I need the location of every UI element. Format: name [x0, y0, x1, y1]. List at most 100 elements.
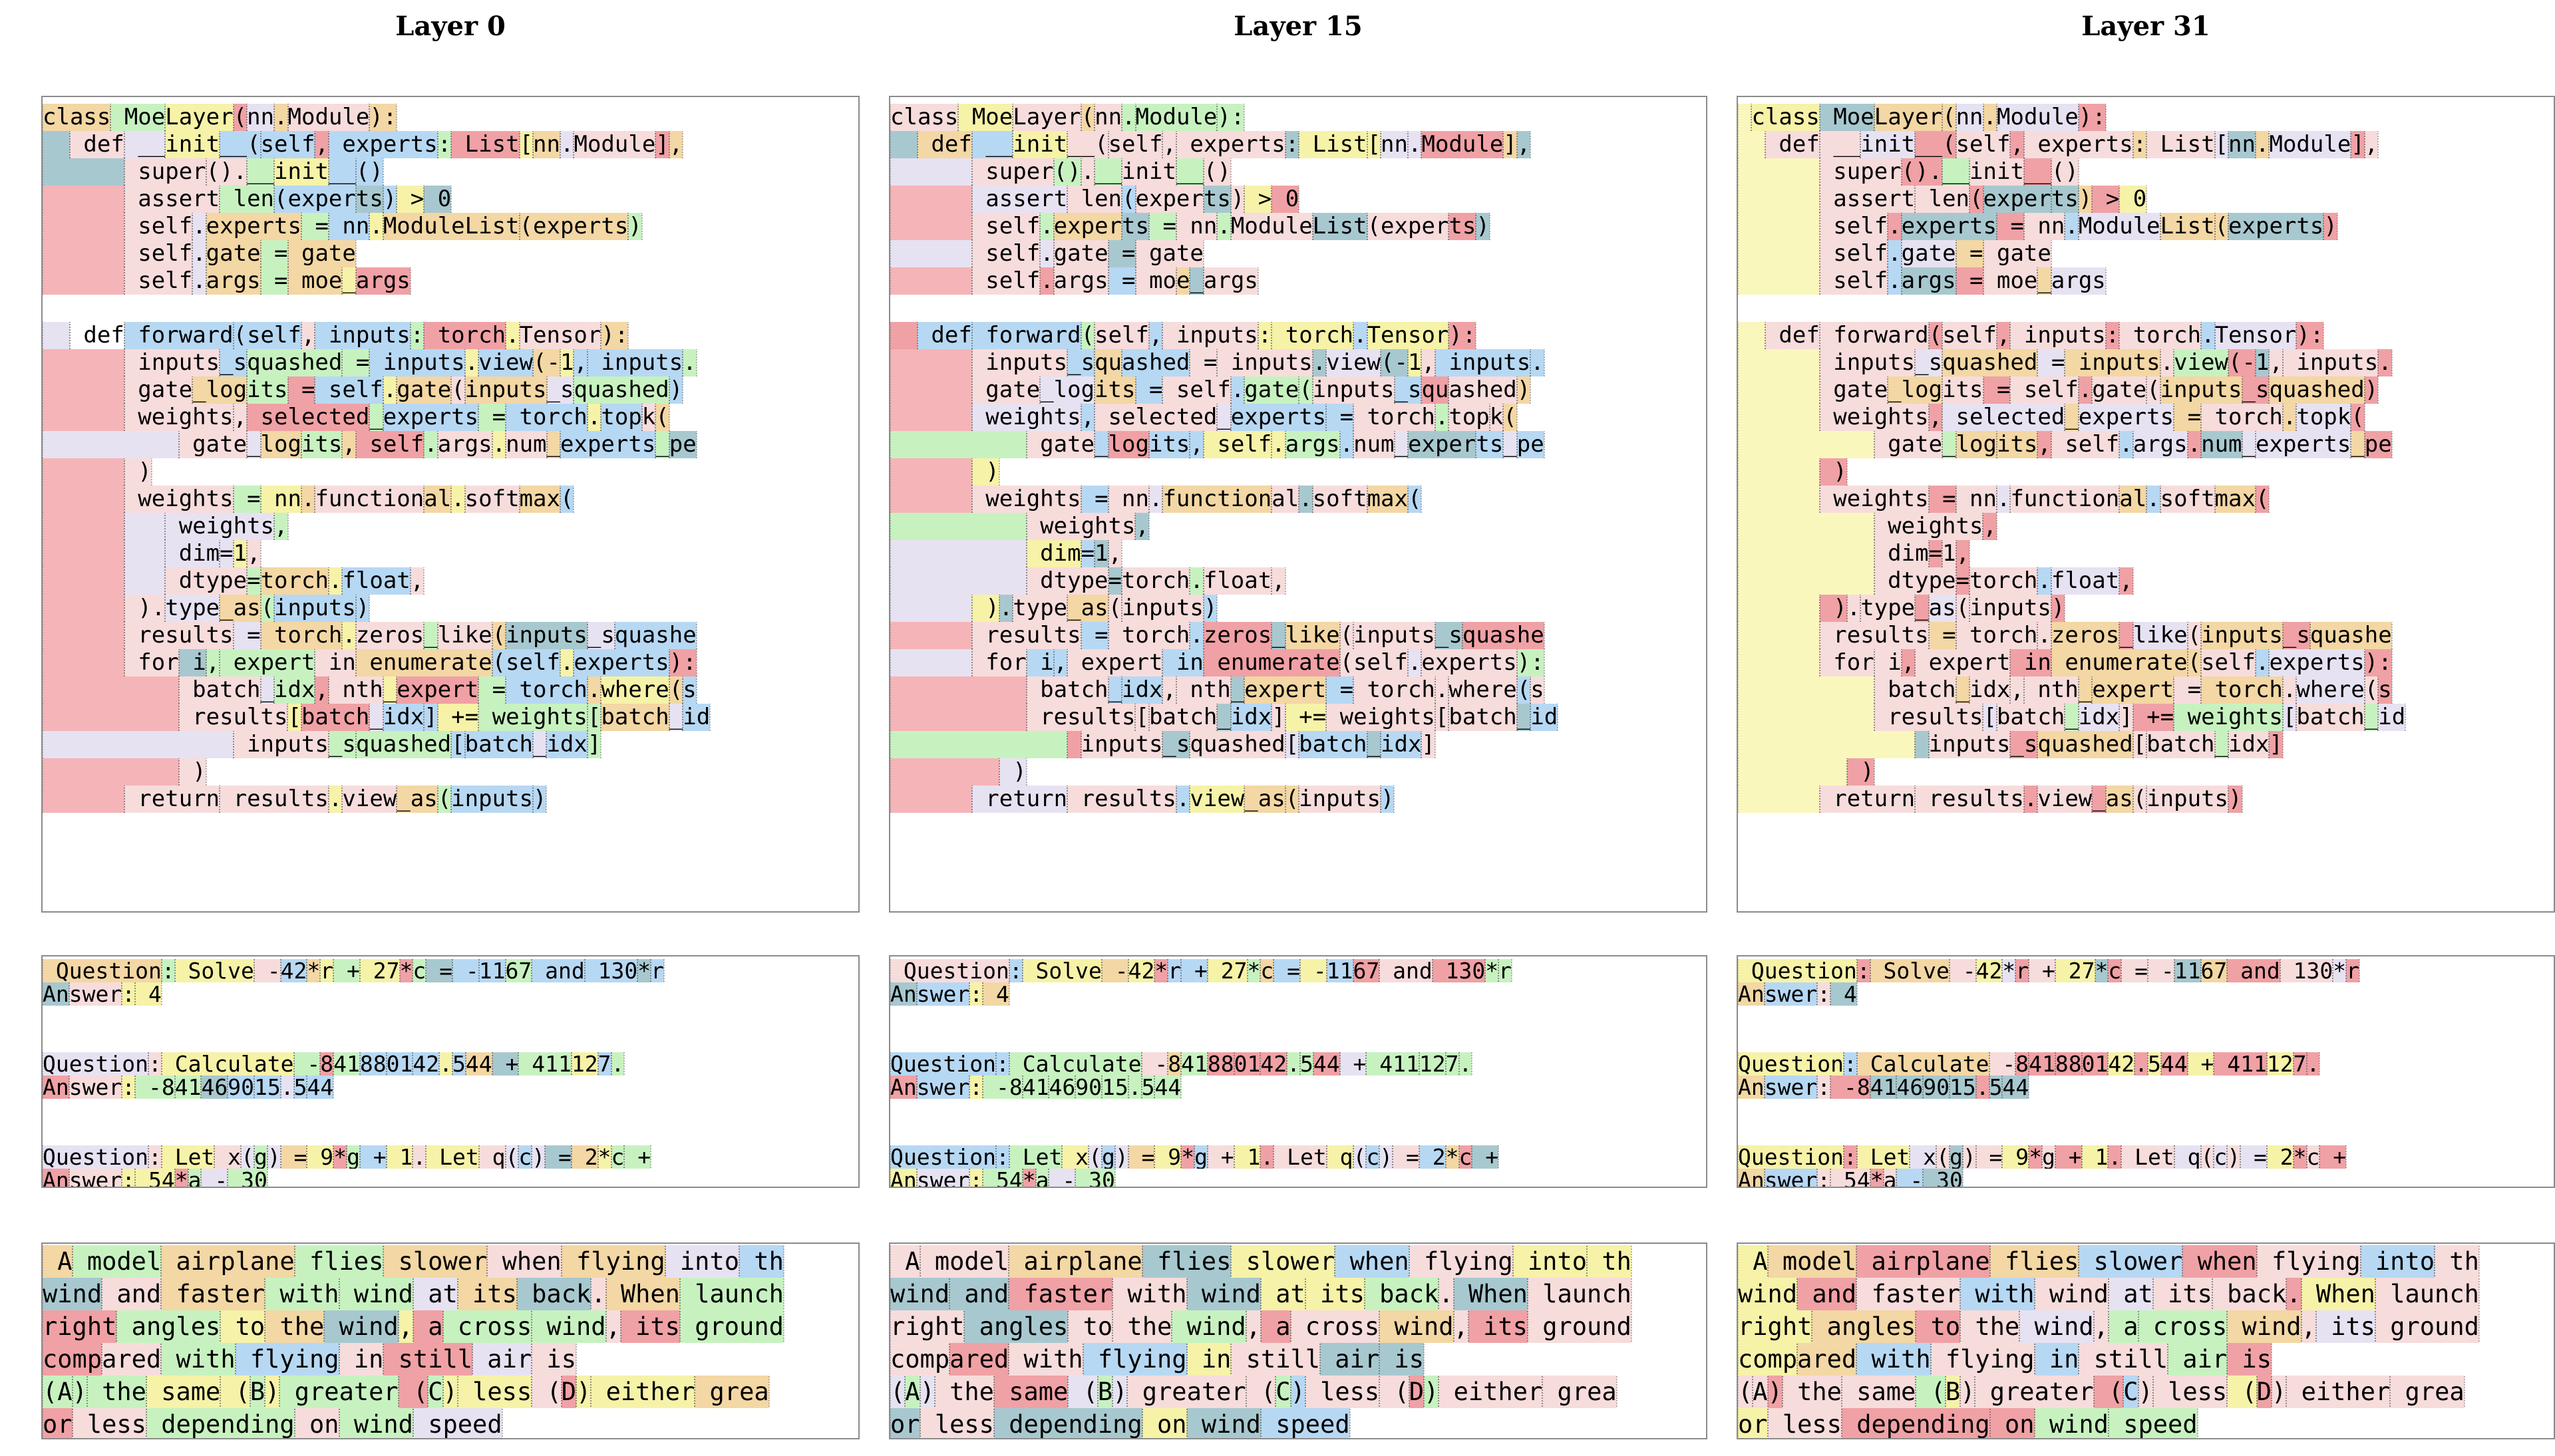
token: gate — [178, 431, 248, 458]
token: . — [1982, 104, 1998, 131]
token — [890, 595, 973, 622]
token: _as — [1244, 786, 1286, 813]
token: - — [2147, 959, 2175, 982]
token: view — [478, 349, 534, 376]
line: gate_logits, self.args.num_experts_pe — [43, 431, 858, 458]
token: e — [1175, 267, 1191, 295]
token: topk — [2296, 404, 2352, 431]
token: args — [1284, 431, 1341, 458]
token: self — [1818, 267, 1889, 295]
token: num — [505, 431, 548, 458]
token: * — [1154, 959, 1169, 982]
token: Layer — [1012, 104, 1082, 131]
token: = — [1189, 349, 1218, 376]
token: for — [971, 649, 1027, 676]
token: . — [2159, 349, 2175, 376]
token: al — [423, 486, 452, 513]
token: 54 — [134, 1169, 176, 1187]
token: weights — [1025, 513, 1136, 540]
token: launch — [2374, 1278, 2480, 1310]
token: a — [1260, 1310, 1291, 1343]
token: experts — [2228, 213, 2325, 240]
token: r — [2345, 959, 2360, 982]
token: Module — [1230, 213, 1313, 240]
token: with — [1856, 1343, 1932, 1376]
token: as — [1928, 595, 1957, 622]
token: ) — [532, 786, 548, 813]
token: its — [1148, 431, 1191, 458]
token: Solve — [1021, 959, 1103, 982]
token: super — [123, 158, 207, 186]
token: idx — [1121, 676, 1164, 704]
token: (). — [205, 158, 248, 186]
token: torch — [259, 622, 343, 649]
line — [1738, 1122, 2554, 1145]
token: nn — [1175, 213, 1218, 240]
token: . — [1846, 595, 1862, 622]
token: = — [1127, 1145, 1156, 1169]
token — [43, 649, 125, 676]
token: _ — [2037, 267, 2052, 295]
token: An — [890, 1076, 918, 1099]
token — [890, 513, 1027, 540]
line: assert len(experts) > 0 — [1738, 186, 2554, 213]
token: assert — [971, 186, 1069, 213]
token: = — [2173, 676, 2202, 704]
token: 0 — [423, 186, 452, 213]
token: ) — [971, 458, 1000, 486]
token: Question — [43, 1052, 149, 1076]
token: i — [1025, 649, 1055, 676]
token: _ — [1516, 704, 1532, 731]
token: . — [1339, 431, 1355, 458]
token: [ — [2132, 731, 2148, 758]
token: 42 — [2107, 1052, 2136, 1076]
token: ): — [1516, 649, 1545, 676]
token — [43, 567, 125, 595]
token: __ — [1818, 131, 1862, 158]
token: moe — [287, 267, 343, 295]
token: ( — [232, 104, 248, 131]
token: ] — [423, 704, 438, 731]
token: qu — [1421, 376, 1450, 404]
token: weights — [123, 404, 234, 431]
line: assert len(experts) > 0 — [43, 186, 858, 213]
token: its — [1942, 376, 1984, 404]
token: and — [101, 1278, 162, 1310]
line: for i, expert in enumerate(self.experts)… — [43, 649, 858, 676]
token: gate — [1025, 431, 1096, 458]
token: (). — [1900, 158, 1944, 186]
token: _ — [1502, 431, 1518, 458]
layer-31-column: Layer 31 class MoeLayer(nn.Module): def … — [1737, 0, 2555, 1456]
token: ( — [436, 786, 452, 813]
token: q — [2173, 1145, 2202, 1169]
token: inputs — [2146, 786, 2230, 813]
token: __ — [327, 158, 357, 186]
token — [43, 758, 180, 786]
token: on — [1989, 1408, 2035, 1438]
token: () — [1053, 158, 1082, 186]
token: _s — [1067, 349, 1096, 376]
token: = — [219, 540, 234, 567]
token: Question — [43, 959, 162, 982]
token: weights — [123, 486, 234, 513]
token: flying — [1408, 1245, 1514, 1278]
token: _ — [2077, 676, 2093, 704]
token: air — [2167, 1343, 2228, 1376]
token: : — [121, 1169, 136, 1187]
line: results[batch_idx] += weights[batch_id — [1738, 704, 2554, 731]
token — [1738, 431, 1875, 458]
token: B — [1097, 1376, 1114, 1408]
token: Module — [2268, 131, 2352, 158]
token: al — [1271, 486, 1300, 513]
token: = — [544, 1145, 572, 1169]
token: 54 — [982, 1169, 1023, 1187]
token: [ — [1982, 704, 1997, 731]
token: - — [1948, 959, 1977, 982]
token: (exper — [1366, 213, 1450, 240]
token: inputs — [1311, 376, 1395, 404]
token: 7 — [1445, 1052, 1460, 1076]
token: and — [1379, 959, 1433, 982]
token: inputs — [1928, 731, 2011, 758]
token: : — [121, 1076, 136, 1099]
token: results — [1914, 786, 2025, 813]
